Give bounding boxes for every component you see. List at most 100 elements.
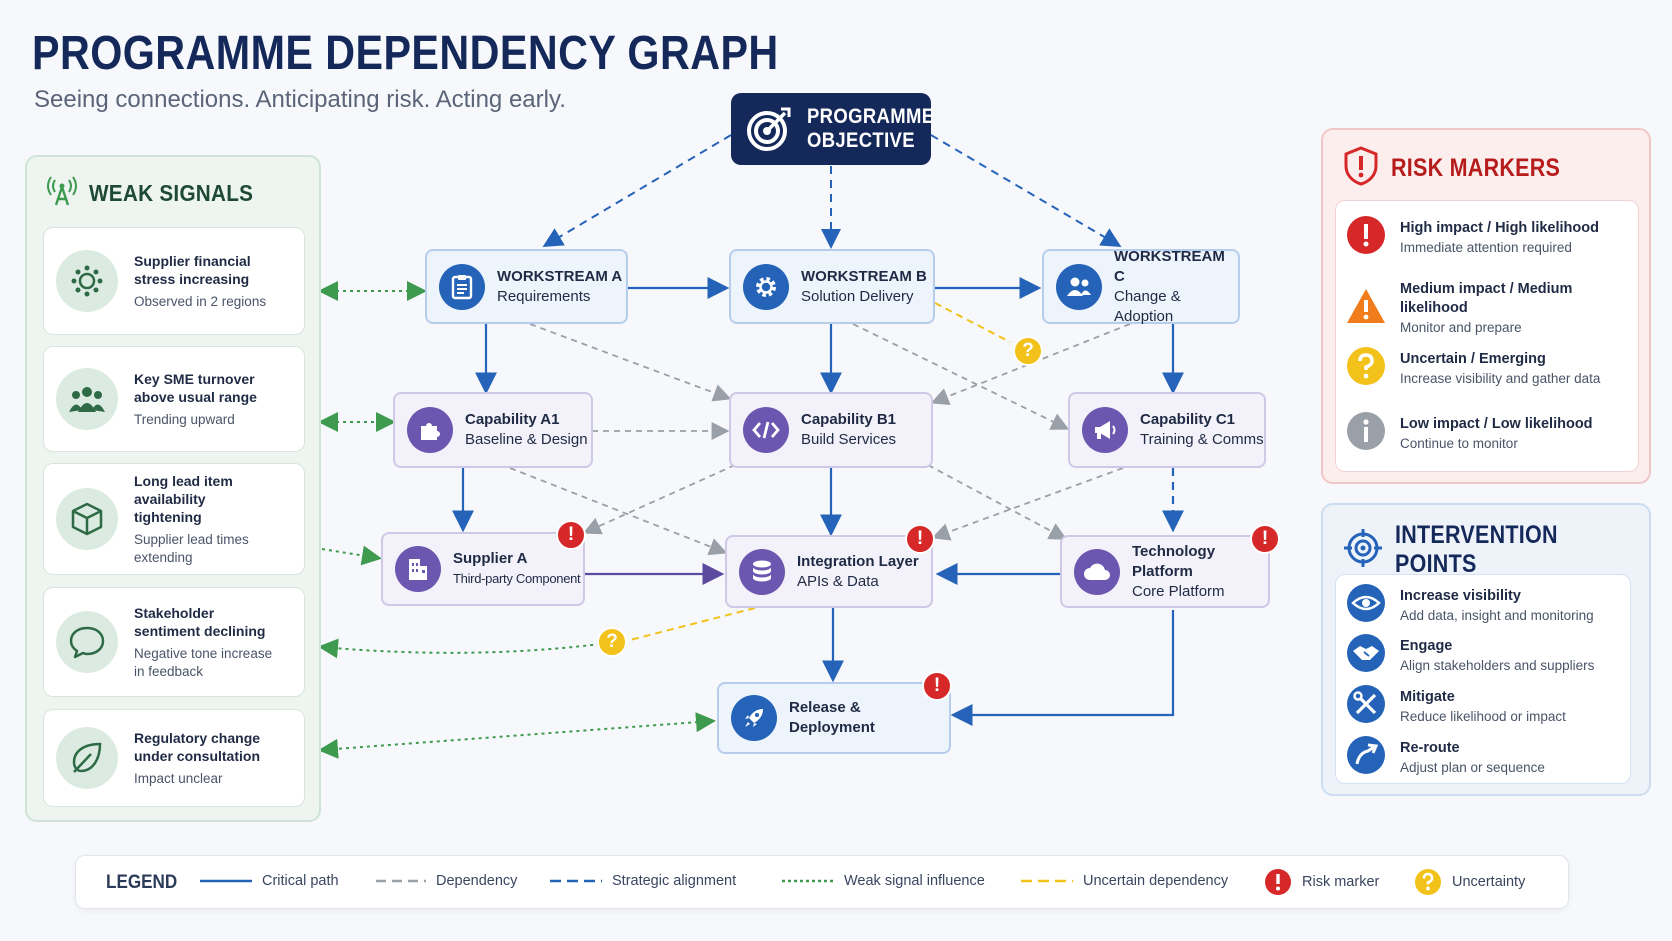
node-supplier-a[interactable]: Supplier A Third-party Component (381, 532, 585, 606)
page-subtitle: Seeing connections. Anticipating risk. A… (34, 86, 566, 113)
legend-item: Weak signal influence (782, 873, 985, 889)
intervention-detail: Align stakeholders and suppliers (1400, 657, 1595, 673)
legend-item: Dependency (376, 873, 517, 889)
uncertainty-badge[interactable]: ? (1013, 336, 1043, 366)
legend: LEGEND Critical path Dependency Strategi… (75, 855, 1569, 909)
node-subtitle: Requirements (497, 287, 591, 305)
risk-marker-badge[interactable]: ! (1250, 524, 1280, 554)
cloud-icon (1074, 548, 1120, 595)
code-icon (743, 407, 789, 453)
intervention-detail: Adjust plan or sequence (1400, 759, 1545, 775)
weak-signal-title: Supplier financial stress increasing (134, 252, 251, 287)
intervention-detail: Reduce likelihood or impact (1400, 708, 1566, 724)
warning-triangle-icon (1346, 287, 1386, 330)
node-subtitle: Training & Comms (1140, 431, 1264, 448)
node-title: Capability C1 (1140, 411, 1236, 428)
intervention-title: Increase visibility (1400, 587, 1521, 604)
node-subtitle: Build Services (801, 431, 897, 448)
weak-signals-panel: WEAK SIGNALS Supplier financial stress i… (25, 155, 321, 822)
weak-signal-title: Long lead item availability tightening (134, 472, 233, 525)
dependency-swatch (376, 879, 426, 883)
risk-marker-icon (1265, 869, 1291, 895)
legend-title: LEGEND (106, 872, 178, 893)
page-title: PROGRAMME DEPENDENCY GRAPH (32, 27, 779, 80)
risk-marker-detail: Increase visibility and gather data (1400, 370, 1601, 386)
node-title: Supplier A (453, 550, 528, 567)
node-title: Technology Platform (1132, 542, 1216, 580)
node-title: Integration Layer (797, 552, 919, 570)
weak-signals-title: WEAK SIGNALS (89, 180, 254, 206)
node-title: Capability A1 (465, 411, 560, 428)
weak-signal-detail: Trending upward (134, 411, 235, 427)
uncertainty-icon (1415, 869, 1441, 895)
risk-marker-title: Uncertain / Emerging (1400, 350, 1546, 367)
users-icon (1056, 263, 1102, 310)
uncertainty-badge[interactable]: ? (597, 627, 627, 657)
risk-marker-detail: Monitor and prepare (1400, 320, 1522, 335)
node-title: WORKSTREAM B (801, 267, 927, 285)
legend-label: Weak signal influence (844, 873, 985, 889)
legend-item: Uncertainty (1414, 868, 1525, 896)
handshake-icon (1346, 633, 1386, 678)
legend-label: Uncertain dependency (1083, 873, 1229, 889)
weak-signal-title: Key SME turnover above usual range (134, 370, 257, 405)
node-release-deployment[interactable]: Release & Deployment (717, 682, 951, 754)
legend-item: Risk marker (1264, 868, 1379, 896)
intervention-title: Engage (1400, 637, 1453, 654)
crosshair-icon (1343, 528, 1383, 573)
clipboard-icon (439, 263, 485, 310)
risk-markers-panel: RISK MARKERS High impact / High likeliho… (1321, 128, 1651, 484)
legend-item: Critical path (200, 873, 339, 889)
strategic-alignment-swatch (550, 879, 602, 883)
reroute-arrow-icon (1346, 735, 1386, 780)
uncertain-dependency-swatch (1021, 879, 1073, 883)
exclamation-circle-icon (1346, 215, 1386, 260)
legend-label: Risk marker (1302, 874, 1380, 890)
node-subtitle: Core Platform (1132, 582, 1225, 600)
target-icon (745, 105, 793, 153)
objective-line2: OBJECTIVE (807, 129, 915, 152)
objective-line1: PROGRAMME (807, 105, 935, 128)
node-title: Release & Deployment (789, 699, 875, 736)
risk-marker-detail: Continue to monitor (1400, 435, 1518, 451)
rocket-icon (731, 695, 777, 741)
legend-item: Uncertain dependency (1021, 873, 1228, 889)
weak-signal-detail: Supplier lead times extending (134, 531, 249, 565)
puzzle-icon (407, 407, 453, 453)
node-workstream-b[interactable]: WORKSTREAM B Solution Delivery (729, 249, 935, 324)
weak-signal-title: Stakeholder sentiment declining (134, 604, 266, 639)
node-subtitle: Solution Delivery (801, 287, 914, 305)
weak-signal-detail: Impact unclear (134, 770, 223, 786)
edge-objective-ws-c (930, 134, 1122, 248)
risk-marker-title: Low impact / Low likelihood (1400, 415, 1593, 432)
node-subtitle: Change & Adoption (1114, 287, 1181, 325)
programme-objective-node[interactable]: PROGRAMME OBJECTIVE (731, 93, 935, 165)
megaphone-icon (1082, 407, 1128, 453)
risk-marker-badge[interactable]: ! (556, 520, 586, 550)
intervention-title: Mitigate (1400, 688, 1455, 705)
node-capability-c1[interactable]: Capability C1 Training & Comms (1068, 392, 1266, 468)
tools-icon (1346, 684, 1386, 729)
shield-alert-icon (1343, 146, 1379, 191)
node-subtitle: Third-party Component (453, 571, 581, 586)
risk-marker-badge[interactable]: ! (905, 524, 935, 554)
risk-marker-badge[interactable]: ! (922, 671, 952, 701)
question-circle-icon (1346, 346, 1386, 391)
